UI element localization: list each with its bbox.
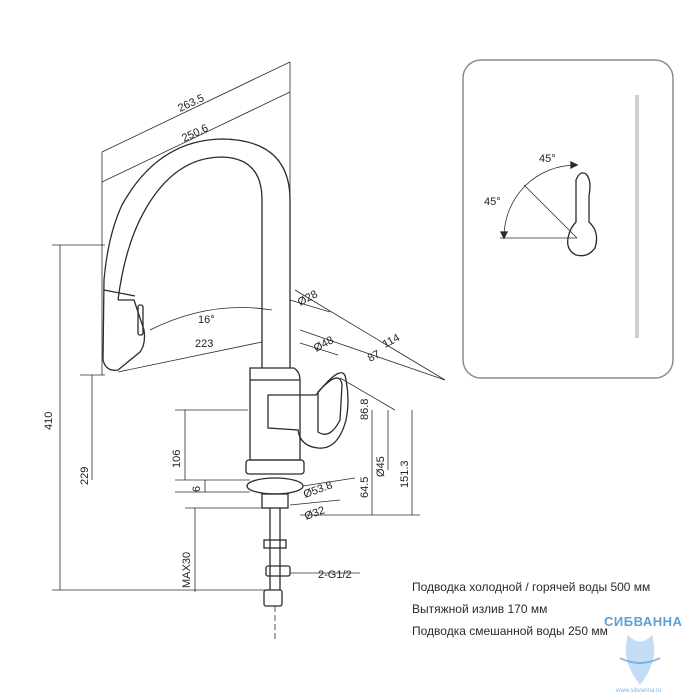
- arc-top: [524, 164, 578, 187]
- dim-87: [299, 329, 446, 381]
- dim-d538-label: Ø53.8: [302, 479, 334, 501]
- dim-645-label: 64.5: [359, 477, 371, 498]
- dim-d48-label: Ø48: [312, 334, 336, 354]
- dim-d32-label: Ø32: [303, 504, 327, 522]
- dim-87-label: 87: [366, 348, 382, 364]
- dimension-labels: 263.5 250.6 16° 223 Ø28 Ø48 114 87 410 2…: [43, 92, 411, 588]
- lever-silhouette: [567, 172, 598, 257]
- shank-nut: [261, 493, 289, 509]
- leader-28: [289, 299, 331, 313]
- dim-868-label: 86.8: [359, 399, 371, 420]
- faucet-body: [249, 367, 301, 461]
- spout-outer: [117, 156, 263, 368]
- dim-223-label: 223: [195, 338, 213, 350]
- panel-outline: [462, 59, 674, 379]
- dim-263-label: 263.5: [176, 92, 206, 115]
- dim-250: [101, 91, 291, 183]
- deck-plate: [246, 477, 304, 495]
- arc-left: [503, 185, 526, 239]
- lever-rotation-panel: [462, 59, 674, 379]
- fitting-1: [265, 565, 291, 577]
- thread-label: 2-G1/2: [318, 569, 352, 581]
- dim-114: [294, 289, 446, 381]
- angle-16-label: 16°: [198, 314, 215, 326]
- arc-16: [149, 307, 273, 331]
- dim-410-label: 410: [43, 412, 55, 430]
- note-pullout-spout: Вытяжной излив 170 мм: [412, 602, 548, 616]
- dim-114-label: 114: [381, 332, 402, 351]
- arc-arrow-left: [499, 231, 509, 240]
- dim-250-label: 250.6: [180, 122, 210, 145]
- stud-nut: [263, 539, 287, 549]
- dim-229-label: 229: [79, 467, 91, 485]
- dim-263: [101, 61, 291, 153]
- head-ring: [103, 289, 136, 297]
- watermark-logo: [619, 635, 661, 685]
- watermark-brand: СИБВАННА: [604, 614, 683, 629]
- arc-arrow-top: [570, 160, 579, 170]
- angle-b-label: 45°: [484, 196, 501, 208]
- note-mixed-supply: Подводка смешанной воды 250 мм: [412, 624, 608, 638]
- angle-ray-45: [523, 184, 578, 239]
- note-supply-hoses: Подводка холодной / горячей воды 500 мм: [412, 580, 651, 594]
- logo-drop-icon: [625, 635, 655, 685]
- watermark-url: www.sibvanna.ru: [616, 688, 662, 694]
- leader-32: [289, 499, 341, 506]
- lever-top-view: [499, 160, 598, 257]
- head-button: [137, 304, 144, 336]
- ext-868: [339, 377, 396, 411]
- spout-inner: [103, 138, 291, 368]
- lever: [267, 372, 349, 449]
- lever-handle: [317, 377, 343, 435]
- pullout-head: [102, 279, 146, 371]
- dimension-lines: [52, 61, 446, 592]
- faucet-outline: [102, 138, 349, 640]
- leader-538: [302, 477, 356, 487]
- logo-wave-icon: [619, 657, 661, 664]
- fitting-2: [263, 589, 283, 607]
- rotation-angle-labels: 45° 45°: [484, 153, 556, 208]
- leader-48: [299, 342, 339, 356]
- base-ring: [245, 459, 305, 475]
- dim-max30-label: MAX30: [181, 552, 193, 588]
- dim-d45-label: Ø45: [375, 456, 387, 477]
- dim-1513-label: 151.3: [399, 460, 411, 488]
- dim-6-label: 6: [191, 486, 203, 492]
- angle-a-label: 45°: [539, 153, 556, 165]
- dim-106-label: 106: [171, 450, 183, 468]
- dim-223: [117, 341, 263, 373]
